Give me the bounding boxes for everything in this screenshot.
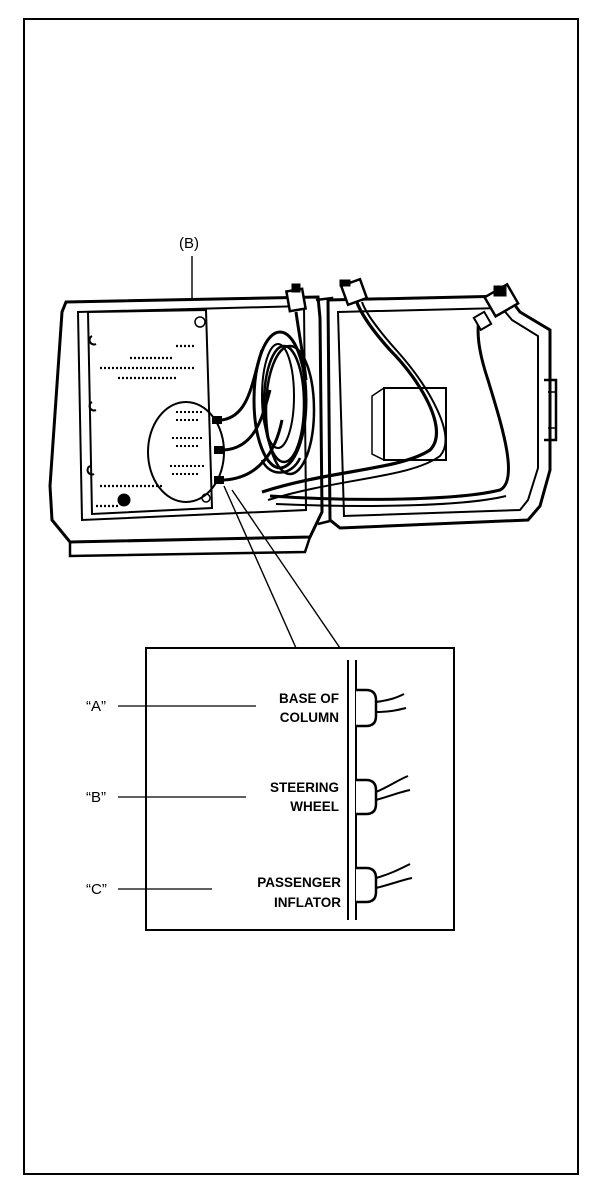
- detail-connector-b: [356, 775, 411, 816]
- label-b-line1: STEERING: [270, 780, 339, 795]
- letter-b: “B”: [86, 789, 106, 806]
- label-c-line2: INFLATOR: [274, 895, 341, 910]
- callout-b-label: (B): [179, 235, 199, 252]
- connectors: [284, 277, 520, 332]
- detail-connector-a: [356, 688, 407, 728]
- page-frame: [23, 18, 579, 1175]
- detail-connector-c: [356, 863, 413, 904]
- label-c-line1: PASSENGER: [257, 875, 341, 890]
- instruction-panel: [86, 308, 225, 516]
- label-a-line1: BASE OF: [279, 691, 339, 706]
- label-a-line2: COLUMN: [280, 710, 339, 725]
- detail-leader-left: [223, 485, 297, 649]
- letter-c: “C”: [86, 881, 107, 898]
- label-b-line2: WHEEL: [290, 799, 339, 814]
- cable-harness: [221, 299, 510, 507]
- detail-leader-right: [231, 489, 341, 649]
- letter-a: “A”: [86, 698, 106, 715]
